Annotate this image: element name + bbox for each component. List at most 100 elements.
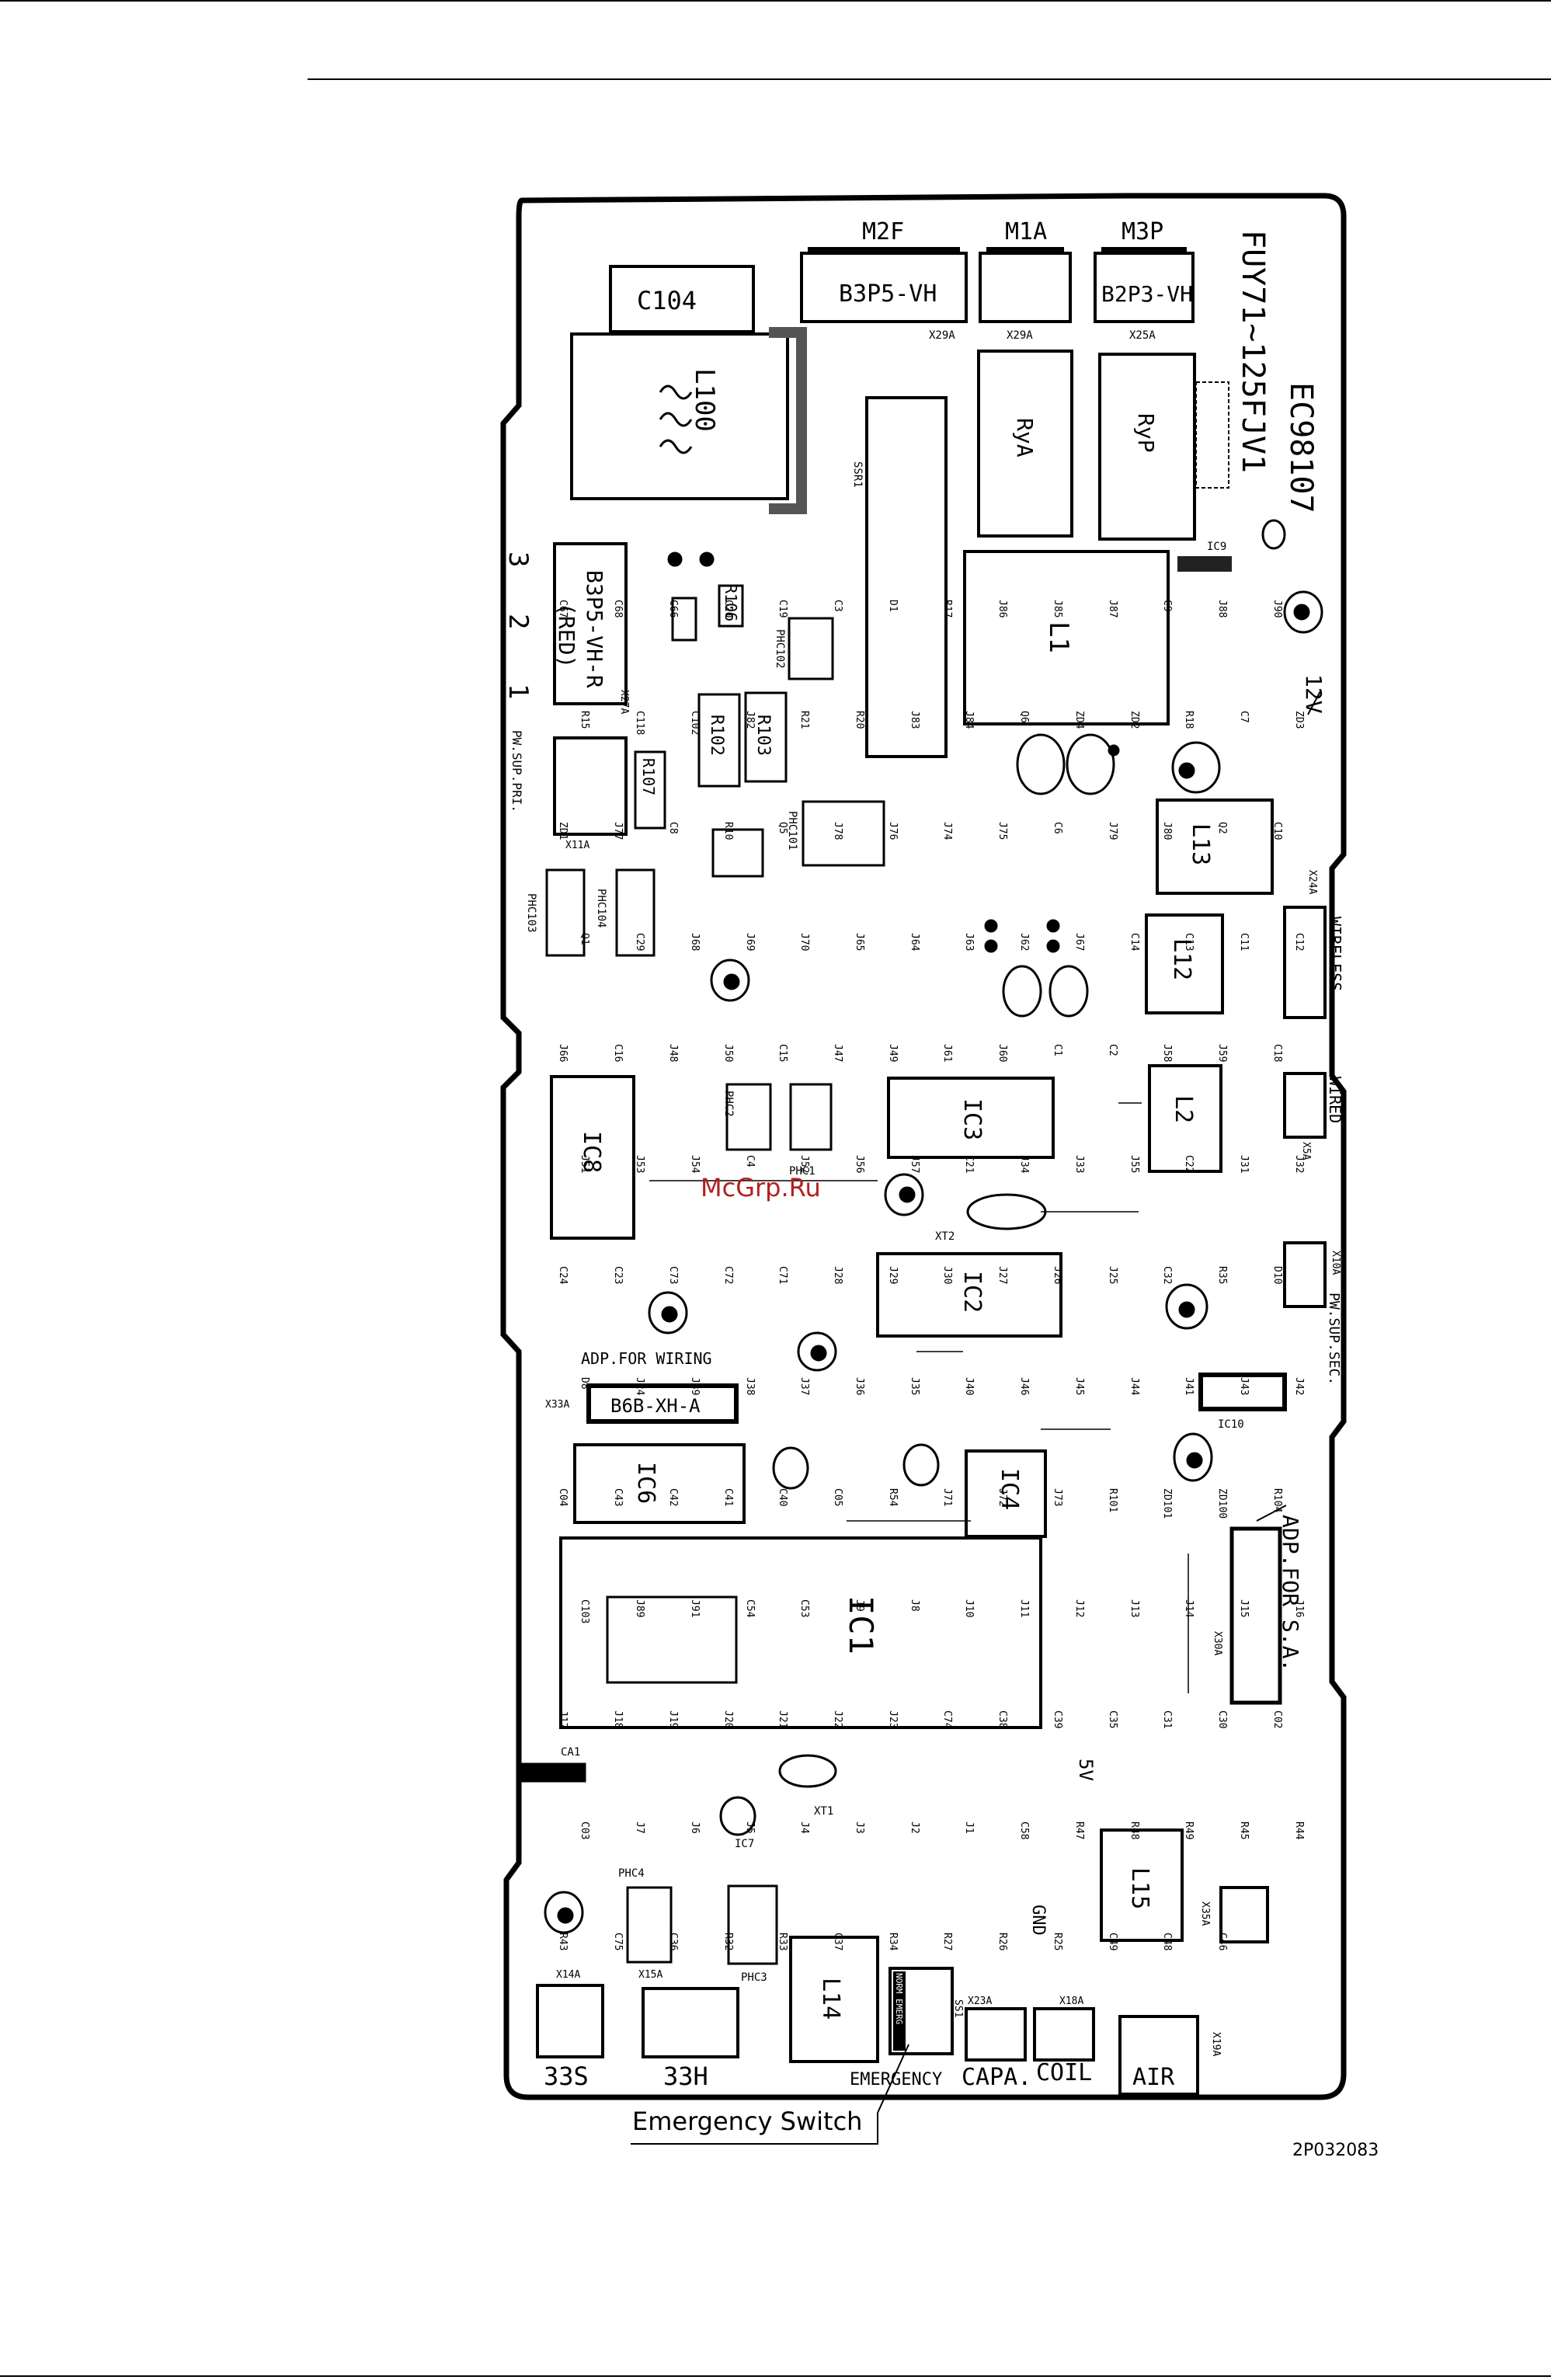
ref-j27: J27 [996, 1266, 1008, 1284]
ic7-label: IC7 [735, 1838, 754, 1850]
ref-r101: R101 [1107, 1488, 1118, 1512]
capacitor-c104 [609, 265, 755, 333]
emergency-switch-callout: Emergency Switch [632, 2107, 863, 2136]
ref-j87: J87 [1107, 600, 1118, 618]
ref-j63: J63 [963, 933, 975, 951]
ref-j26: J26 [1052, 1266, 1063, 1284]
ref-q2: Q2 [1216, 822, 1228, 834]
ref-r20: R20 [854, 711, 865, 729]
ref-j31: J31 [1238, 1155, 1250, 1173]
choke-l12 [1145, 913, 1224, 1014]
transformer-l1 [963, 550, 1170, 725]
ref-c8: C8 [667, 822, 679, 834]
xt2-label: XT2 [935, 1230, 955, 1243]
pcb-code-label: EC98107 [1283, 382, 1319, 513]
ref-c04: C04 [557, 1488, 569, 1507]
ref-j37: J37 [798, 1377, 810, 1395]
x18a-label: X18A [1059, 1996, 1083, 2007]
ref-j84: J84 [963, 711, 975, 729]
ref-j61: J61 [941, 1044, 953, 1062]
choke-l15 [1100, 1828, 1184, 1942]
footer-rule [0, 2375, 1551, 2377]
ref-c15: C15 [777, 1044, 788, 1062]
ref-c41: C41 [722, 1488, 734, 1506]
ref-c02: C02 [1271, 1710, 1283, 1728]
ref-r47: R47 [1073, 1822, 1085, 1839]
ref-c22: C22 [1183, 1155, 1195, 1173]
ic10-label: IC10 [1218, 1418, 1244, 1431]
ref-c24: C24 [557, 1266, 569, 1285]
adp-sa-label: ADP.FOR S.A. [1278, 1515, 1303, 1672]
ref-j86: J86 [996, 600, 1008, 618]
x14a-label: X14A [556, 1969, 580, 1981]
phc102-label: PHC102 [774, 629, 786, 669]
ref-j8: J8 [909, 1599, 920, 1612]
r102-label: R102 [707, 715, 726, 756]
ref-c12: C12 [1293, 933, 1305, 951]
ic-ic6 [573, 1443, 746, 1524]
ref-j52: J52 [798, 1155, 810, 1173]
connector-m3p-part: B2P3-VH [1101, 281, 1193, 307]
x10a-label: X10A [1330, 1251, 1341, 1275]
xt1-label: XT1 [814, 1805, 833, 1818]
ref-j78: J78 [832, 822, 843, 840]
ref-r54: R54 [887, 1488, 899, 1507]
wireless-label: WIRELESS [1326, 917, 1344, 991]
ref-c35: C35 [1107, 1710, 1118, 1728]
ref-zd101: ZD101 [1161, 1488, 1173, 1519]
ref-j64: J64 [909, 933, 920, 952]
ref-j12: J12 [1073, 1599, 1085, 1617]
ref-j77: J77 [612, 822, 624, 840]
ref-r48: R48 [1128, 1822, 1140, 1839]
ref-c37: C37 [832, 1933, 843, 1950]
ref-j21: J21 [777, 1710, 788, 1728]
ryp-label: RyP [1133, 413, 1159, 453]
ref-r49: R49 [1183, 1822, 1195, 1839]
emergency-label: EMERGENCY [850, 2070, 942, 2089]
ref-c36: C36 [667, 1933, 679, 1950]
ref-c23: C23 [612, 1266, 624, 1284]
connector-m1a [979, 252, 1072, 323]
ref-j44: J44 [1128, 1377, 1140, 1396]
ref-c39: C39 [1052, 1710, 1063, 1728]
ref-d8: D8 [579, 1377, 590, 1390]
l12-label: L12 [1168, 938, 1195, 980]
ref-j54: J54 [689, 1155, 701, 1174]
ref-j32: J32 [1293, 1155, 1305, 1173]
ref-j19: J19 [667, 1710, 679, 1728]
ref-c7: C7 [1238, 711, 1250, 723]
emergency-switch[interactable] [889, 1967, 954, 2055]
pw-sup-sec-label: PW.SUP.SEC. [1326, 1293, 1342, 1385]
ref-j30: J30 [941, 1266, 953, 1284]
connector-b6b [586, 1383, 739, 1424]
ref-r43: R43 [557, 1933, 569, 1950]
pin3-label: 3 [503, 552, 534, 567]
ref-j13: J13 [1128, 1599, 1140, 1617]
connector-m3p-id: X25A [1129, 329, 1156, 342]
ref-j25: J25 [1107, 1266, 1118, 1284]
ref-j57: J57 [909, 1155, 920, 1173]
ref-zd100: ZD100 [1216, 1488, 1228, 1519]
ref-r17: R17 [941, 600, 953, 618]
ref-r33: R33 [777, 1933, 788, 1950]
ref-j4: J4 [798, 1822, 810, 1834]
ic-ic2 [876, 1252, 1062, 1338]
ref-c9: C9 [1161, 600, 1173, 612]
ref-c05: C05 [832, 1488, 843, 1506]
ref-j38: J38 [744, 1377, 756, 1395]
ref-j56: J56 [854, 1155, 865, 1173]
ic9-label: IC9 [1207, 541, 1226, 553]
red-label: (RED) [554, 603, 579, 668]
ref-j85: J85 [1052, 600, 1063, 618]
rya-label: RyA [1012, 418, 1038, 458]
x5a-label: X5A [1300, 1142, 1312, 1160]
ref-j33: J33 [1073, 1155, 1085, 1173]
twelve-v-label: 12V [1301, 674, 1327, 714]
ref-j11: J11 [1018, 1599, 1030, 1617]
pin2-label: 2 [503, 614, 534, 629]
header-rule [308, 78, 1551, 80]
ref-j29: J29 [887, 1266, 899, 1284]
document-code: 2P032083 [1292, 2141, 1379, 2160]
